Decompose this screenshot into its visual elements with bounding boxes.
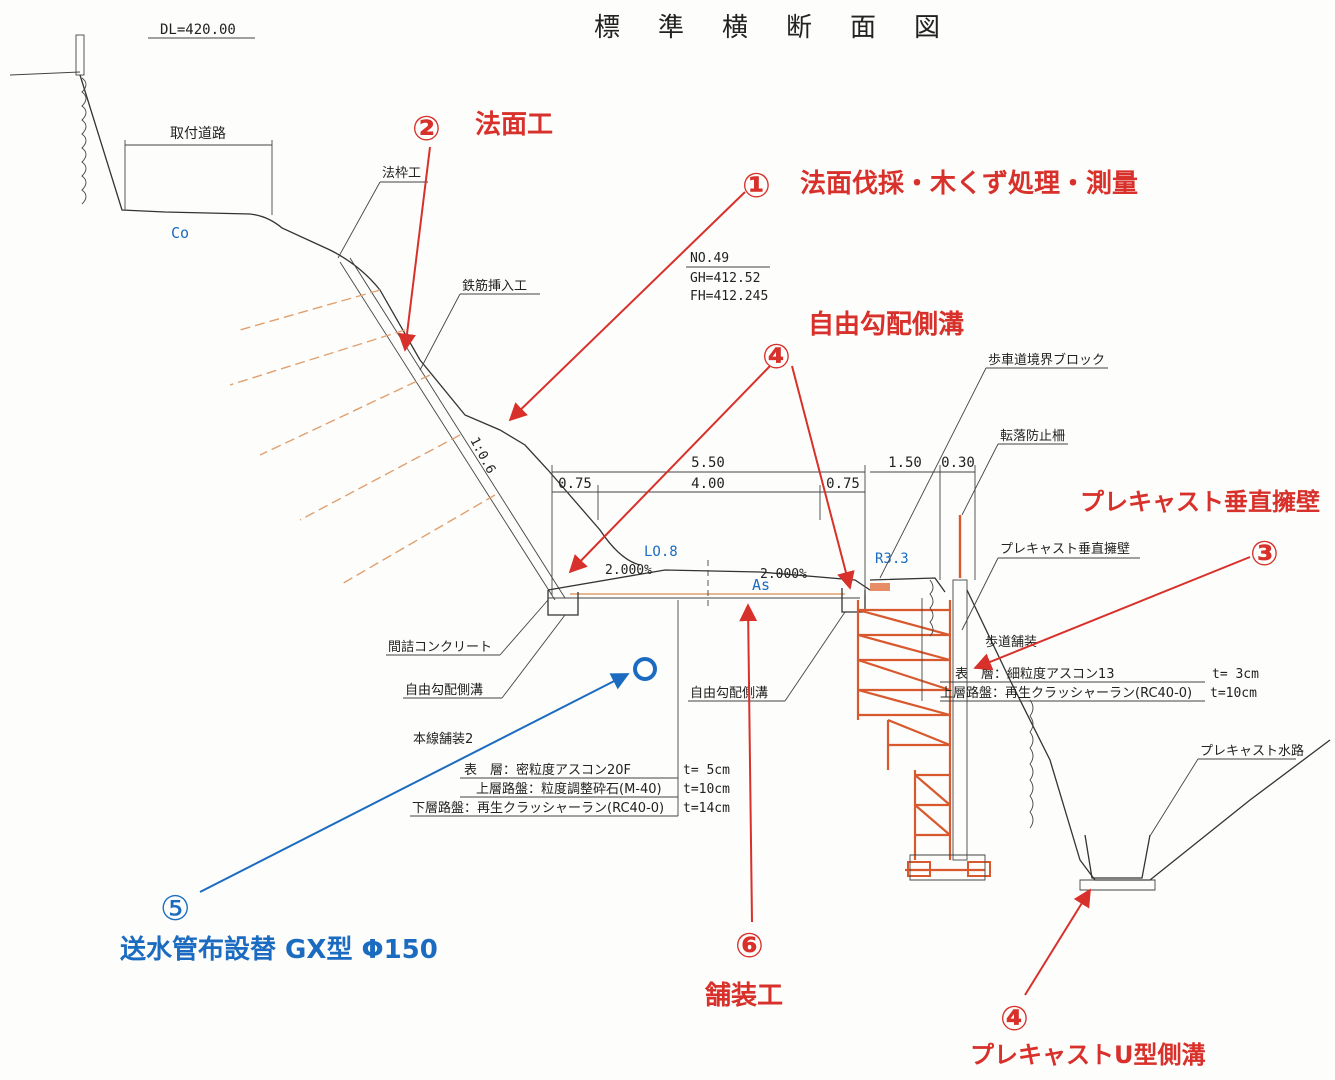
dim-center: 4.00 bbox=[691, 476, 725, 492]
drawing-labels: 取付道路 Co 法枠工 鉄筋挿入工 NO.49 GH=412.52 FH=412… bbox=[170, 126, 1304, 837]
grade-right: 2.000% bbox=[760, 567, 807, 582]
label-jiyu-right: 自由勾配側溝 bbox=[690, 686, 768, 701]
dim-right: 0.75 bbox=[826, 476, 860, 492]
label-nori-waku: 法枠工 bbox=[382, 166, 421, 181]
label-honsen: 本線舗装2 bbox=[413, 731, 473, 747]
station-gh: GH=412.52 bbox=[690, 271, 760, 286]
label-co: Co bbox=[171, 224, 189, 242]
callout-2-num: ② bbox=[412, 109, 441, 149]
label-tenraku: 転落防止柵 bbox=[1000, 428, 1065, 444]
drawing-title: 標 準 横 断 面 図 bbox=[594, 13, 946, 43]
label-as: As bbox=[752, 576, 770, 594]
callout-5-text: 送水管布設替 GX型 Φ150 bbox=[120, 934, 438, 965]
label-lo: LO.8 bbox=[644, 544, 678, 560]
label-hodo-jouso: 上層路盤：再生クラッシャーラン(RC40-0) bbox=[940, 685, 1192, 701]
label-hodo-jouso-t: t=10cm bbox=[1210, 686, 1257, 701]
label-precast-wall: プレキャスト垂直擁壁 bbox=[1000, 542, 1130, 557]
grade-left: 2.000% bbox=[605, 563, 652, 578]
label-tekkin: 鉄筋挿入工 bbox=[462, 278, 527, 294]
callout-4a-text: 自由勾配側溝 bbox=[808, 309, 964, 340]
callout-3-num: ③ bbox=[1250, 534, 1279, 574]
callouts: ② 法面工 ① 法面伐採・木くず処理・測量 自由勾配側溝 ④ プレキャスト垂直擁… bbox=[120, 109, 1320, 1069]
soil-nails bbox=[229, 289, 496, 586]
label-honsen-kaso-t: t=14cm bbox=[683, 801, 730, 816]
callout-4a-num: ④ bbox=[762, 337, 791, 377]
callout-3-text: プレキャスト垂直擁壁 bbox=[1080, 488, 1320, 516]
label-honsen-hyoso-t: t= 5cm bbox=[683, 763, 730, 778]
label-honsen-jouso-t: t=10cm bbox=[683, 782, 730, 797]
label-honsen-kaso: 下層路盤：再生クラッシャーラン(RC40-0) bbox=[412, 800, 664, 816]
callout-1-num: ① bbox=[742, 166, 771, 206]
callout-4b-num: ④ bbox=[1000, 999, 1029, 1039]
label-precast-suiro: プレキャスト水路 bbox=[1200, 743, 1304, 759]
label-maizume: 間詰コンクリート bbox=[388, 639, 492, 655]
label-jiyu-left: 自由勾配側溝 bbox=[405, 683, 483, 698]
slope-ratio: 1:0.6 bbox=[466, 435, 498, 477]
label-honsen-jouso: 上層路盤：粒度調整砕石(M-40) bbox=[476, 781, 662, 797]
datum-level: DL=420.00 bbox=[160, 22, 236, 38]
label-hodo-block: 歩車道境界ブロック bbox=[988, 352, 1105, 368]
dim-left: 0.75 bbox=[558, 476, 592, 492]
callout-5-num: ⑤ bbox=[160, 889, 190, 929]
callout-4b-text: プレキャストU型側溝 bbox=[970, 1041, 1206, 1069]
label-honsen-hyoso: 表 層：密粒度アスコン20F bbox=[464, 762, 631, 778]
callout-2-text: 法面工 bbox=[475, 110, 553, 140]
callout-1-text: 法面伐採・木くず処理・測量 bbox=[800, 169, 1138, 199]
callout-6-num: ⑥ bbox=[735, 926, 764, 966]
dim-sidewalk: 1.50 bbox=[888, 455, 922, 471]
water-pipe-icon bbox=[633, 657, 657, 681]
label-r: R3.3 bbox=[875, 551, 909, 567]
annotation-arrows bbox=[199, 146, 1251, 996]
dim-fence: 0.30 bbox=[941, 455, 975, 471]
station-no: NO.49 bbox=[690, 251, 729, 266]
station-fh: FH=412.245 bbox=[690, 289, 768, 304]
road-section bbox=[547, 515, 1331, 891]
label-toritsuke: 取付道路 bbox=[170, 126, 226, 142]
label-hodo-hoso: 歩道舗装 bbox=[985, 635, 1037, 650]
label-hodo-hyoso: 表 層：細粒度アスコン13 bbox=[955, 666, 1115, 682]
label-hodo-hyoso-t: t= 3cm bbox=[1212, 667, 1259, 682]
dimension-lines: 5.50 0.75 4.00 0.75 1.50 0.30 bbox=[124, 140, 976, 595]
callout-6-text: 舗装工 bbox=[704, 981, 783, 1011]
dim-total: 5.50 bbox=[691, 455, 725, 471]
